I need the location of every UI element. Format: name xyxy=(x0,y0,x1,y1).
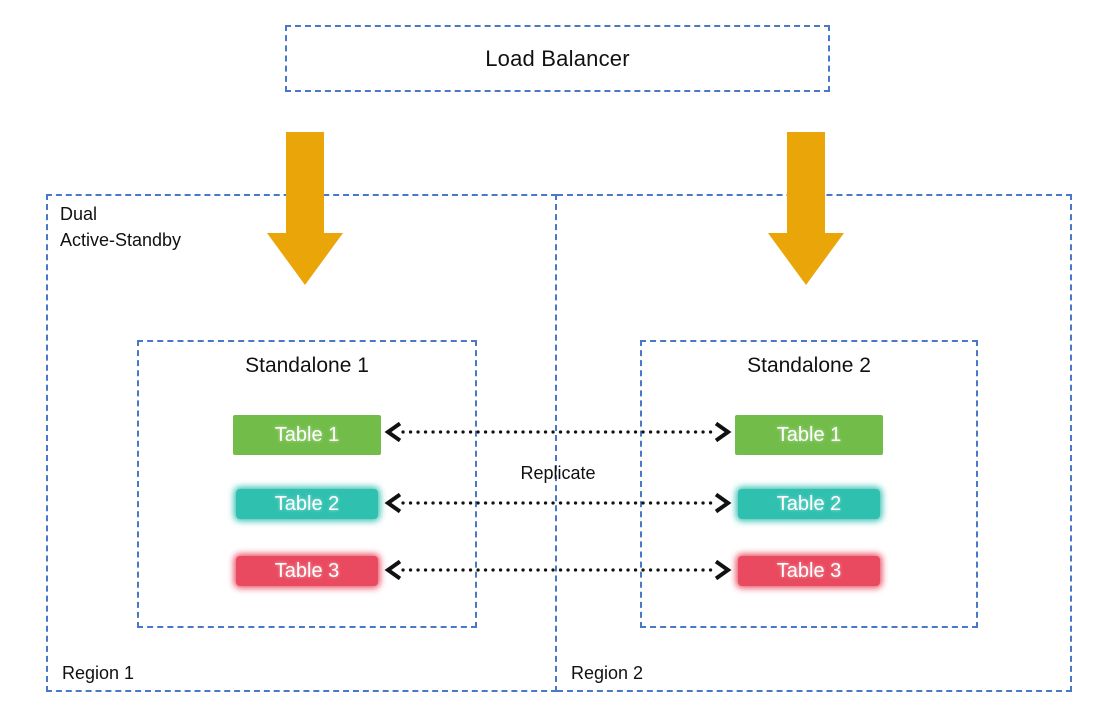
region-1-box: Dual Active-Standby Region 1 xyxy=(46,194,557,692)
dual-label-line-2: Active-Standby xyxy=(60,230,182,250)
region-2-label: Region 2 xyxy=(571,663,644,683)
dual-active-standby-label: Dual Active-Standby xyxy=(60,201,181,253)
table-chip: Table 2 xyxy=(236,489,378,519)
table-chip: Table 3 xyxy=(738,556,880,586)
standalone-2-box: Standalone 2 Table 1 Table 2 Table 3 xyxy=(640,340,978,628)
load-balancer-box: Load Balancer xyxy=(285,25,830,92)
load-balancer-label: Load Balancer xyxy=(485,45,630,71)
dual-label-line-1: Dual xyxy=(60,204,98,224)
standalone-2-title: Standalone 2 xyxy=(747,354,871,377)
table-chip: Table 3 xyxy=(236,556,378,586)
replicate-arrow-icon xyxy=(384,559,732,581)
region-1-label: Region 1 xyxy=(62,663,135,683)
standalone-1-box: Standalone 1 Table 1 Table 2 Table 3 xyxy=(137,340,477,628)
table-chip: Table 1 xyxy=(735,415,883,455)
table-chip: Table 1 xyxy=(233,415,381,455)
standalone-1-title: Standalone 1 xyxy=(245,354,369,377)
table-chip: Table 2 xyxy=(738,489,880,519)
replicate-label: Replicate xyxy=(520,463,596,483)
replicate-arrow-icon xyxy=(384,492,732,514)
replicate-arrow-icon xyxy=(384,421,732,443)
